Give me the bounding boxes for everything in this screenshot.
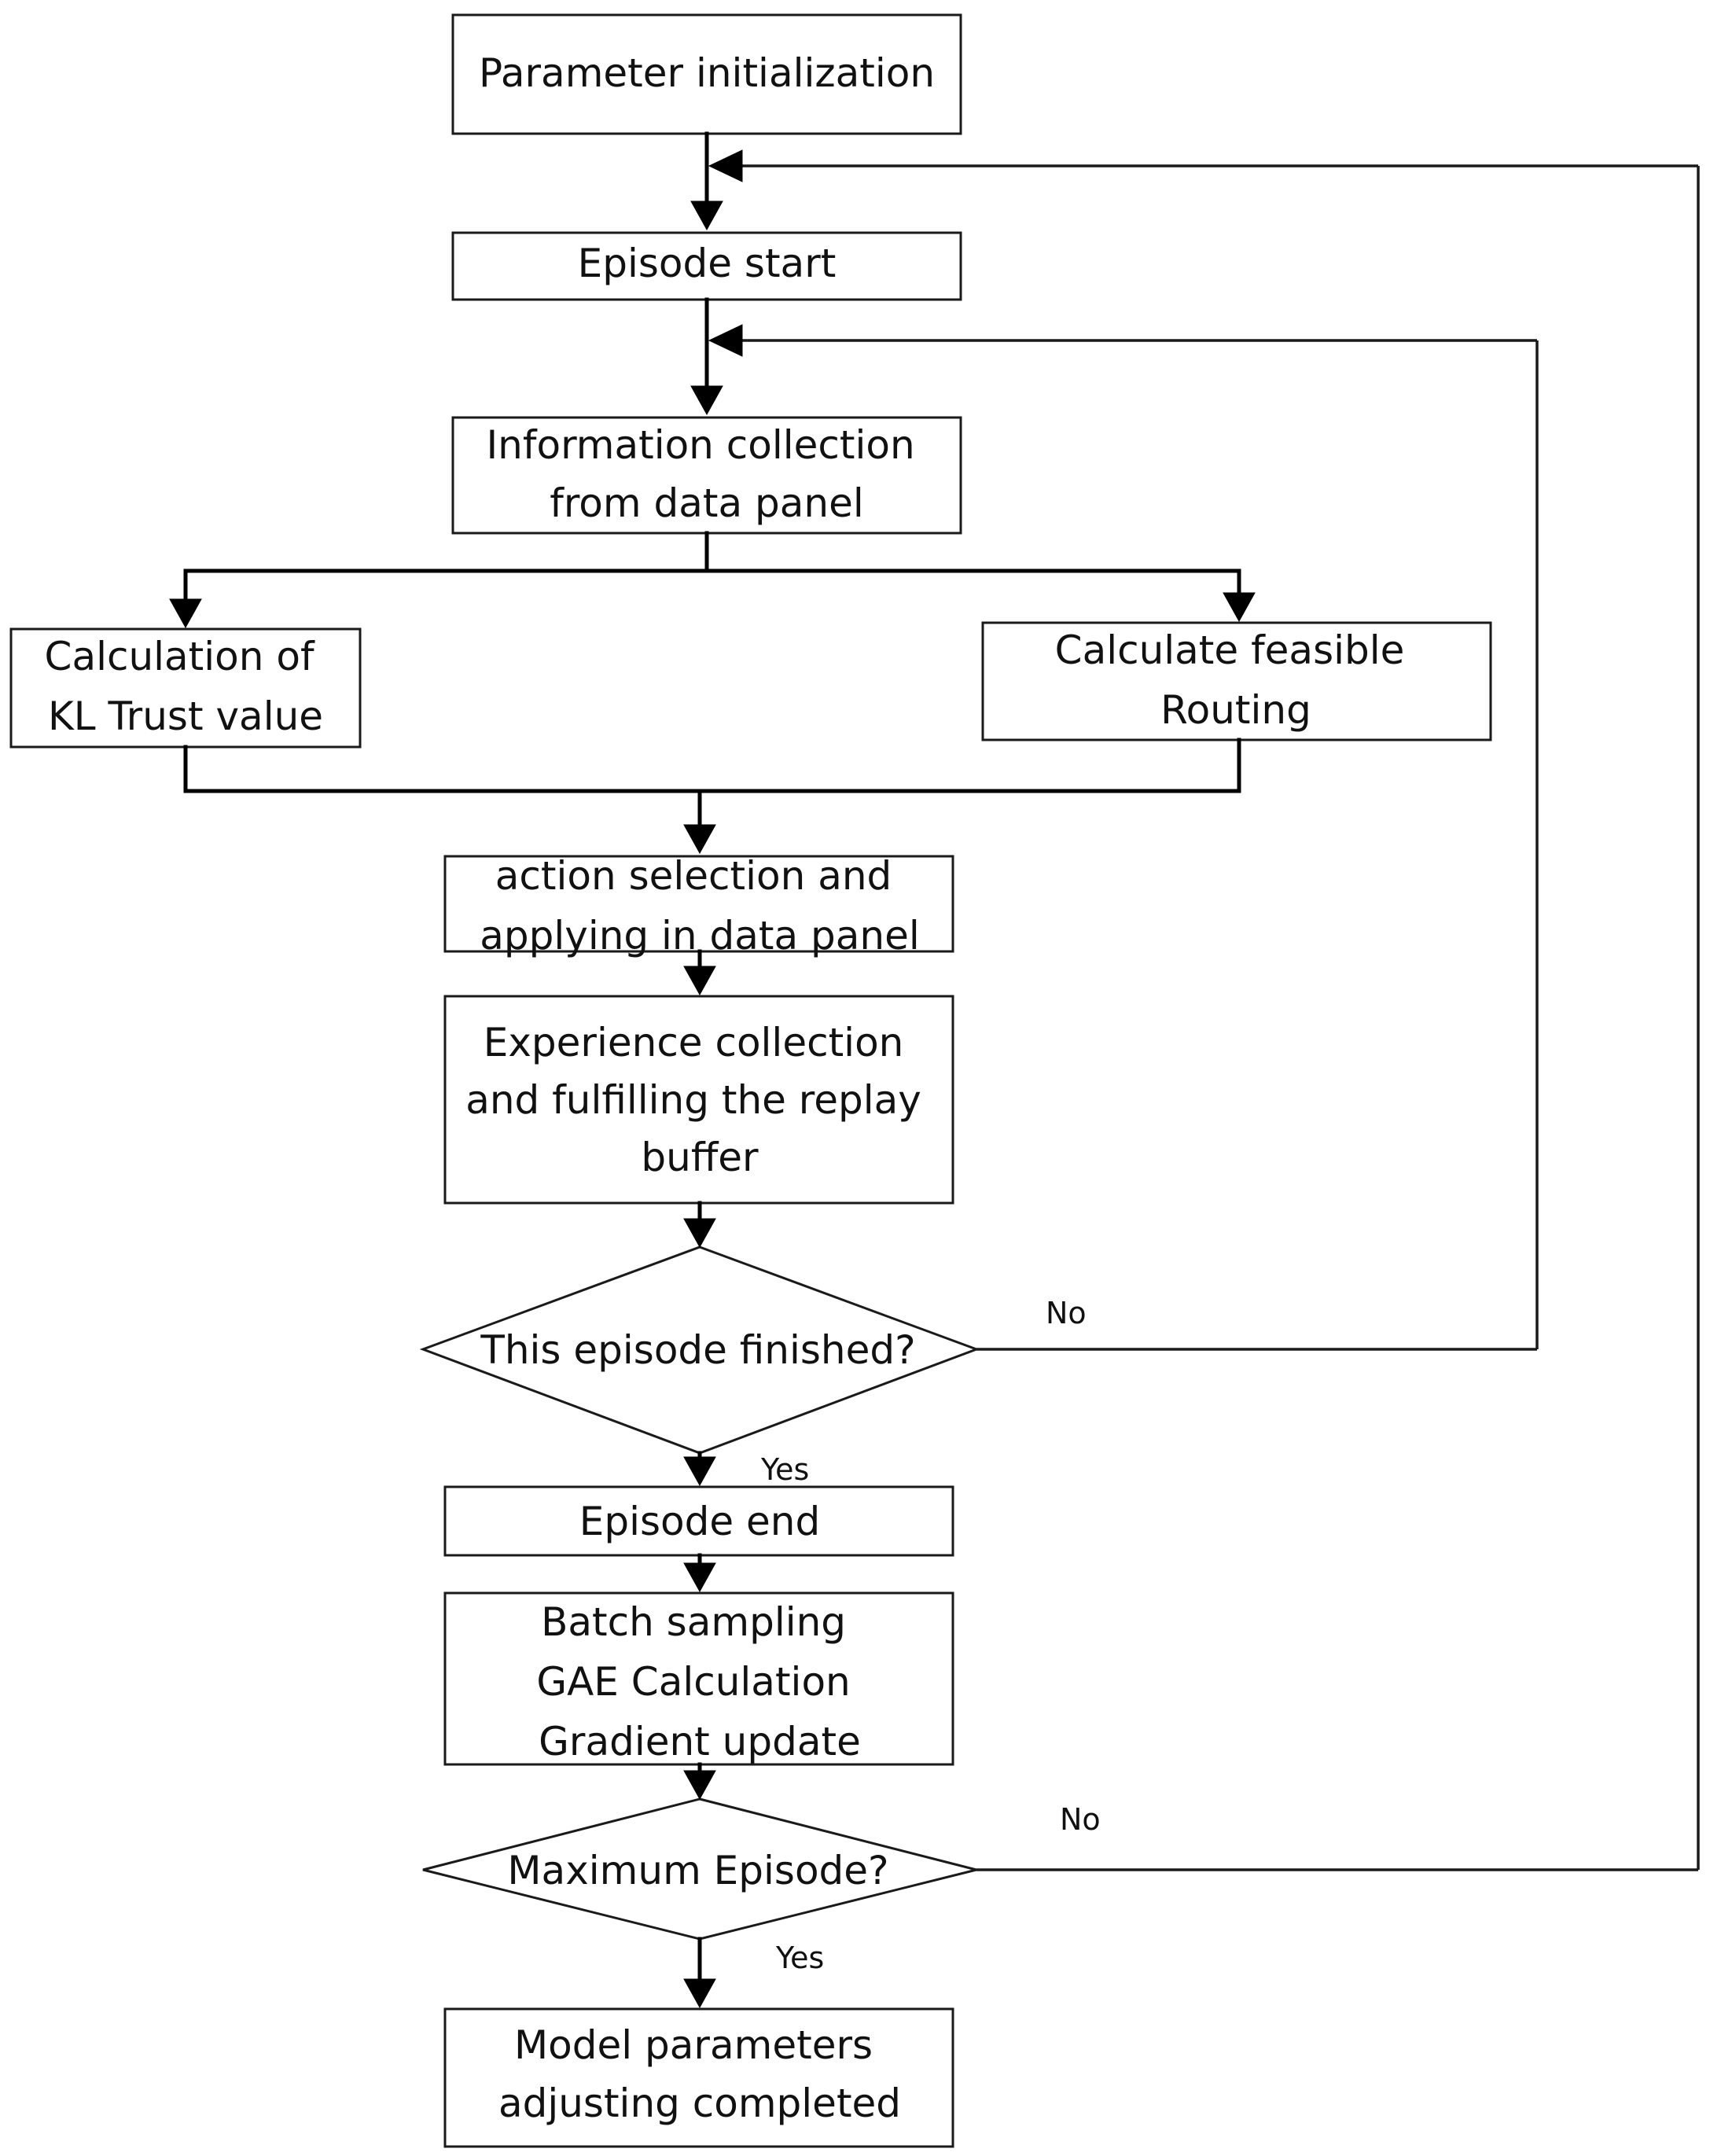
arrowhead-loop-inner [708, 324, 743, 357]
arrowhead-feasible-routing [1223, 592, 1256, 623]
experience-box [443, 995, 954, 1205]
experience-label: Experience collection and fulfilling the… [465, 1020, 934, 1180]
label-max-no: No [1060, 1802, 1101, 1837]
episode-start-box [451, 231, 962, 301]
model-done-box [443, 2007, 954, 2148]
experience-node: Experience collection and fulfilling the… [443, 995, 954, 1205]
arrowhead-episode-start [690, 201, 723, 231]
arrowhead-model-done [683, 1978, 716, 2009]
episode-end-label: Episode end [579, 1499, 820, 1544]
info-collection-label: Information collection from data panel [486, 422, 927, 526]
episode-start-node: Episode start [451, 231, 962, 301]
max-episode-label: Maximum Episode? [507, 1848, 888, 1893]
batch-label: Batch sampling GAE Calculation Gradient … [536, 1599, 862, 1764]
arrowhead-action-selection [683, 824, 716, 855]
kl-trust-box [9, 627, 362, 749]
arrowhead-kl-trust [169, 598, 202, 629]
arrowhead-experience [683, 966, 716, 996]
param-init-label: Parameter initialization [479, 50, 935, 96]
action-selection-box [443, 855, 954, 953]
arrowhead-max-episode [683, 1770, 716, 1801]
arrowhead-loop-outer [708, 149, 743, 182]
max-episode-decision: Maximum Episode? [422, 1797, 977, 1941]
label-max-yes: Yes [775, 1941, 824, 1975]
batch-box [443, 1591, 954, 1766]
batch-node: Batch sampling GAE Calculation Gradient … [443, 1591, 954, 1766]
param-init-box [451, 13, 962, 135]
action-selection-label: action selection and applying in data pa… [480, 853, 920, 958]
episode-end-node: Episode end [443, 1485, 954, 1557]
arrowhead-episode-finished [683, 1218, 716, 1249]
episode-finished-label: This episode finished? [480, 1327, 915, 1373]
episode-finished-decision: This episode finished? [419, 1245, 980, 1455]
feasible-routing-node: Calculate feasible Routing [981, 621, 1492, 741]
episode-start-label: Episode start [578, 241, 837, 286]
action-selection-node: action selection and applying in data pa… [443, 853, 954, 958]
kl-trust-label: Calculation of KL Trust value [45, 634, 327, 739]
label-finished-yes: Yes [760, 1452, 809, 1487]
model-done-node: Model parameters adjusting completed [443, 2007, 954, 2148]
episode-end-box [443, 1485, 954, 1557]
arrowhead-info-collection [690, 385, 723, 416]
label-finished-no: No [1046, 1296, 1087, 1330]
arrowhead-batch [683, 1562, 716, 1593]
arrowhead-episode-end [683, 1456, 716, 1487]
info-collection-box [451, 416, 962, 535]
feasible-routing-label: Calculate feasible Routing [1055, 627, 1418, 733]
feasible-routing-box [981, 621, 1492, 741]
param-init-node: Parameter initialization [451, 13, 962, 135]
model-done-label: Model parameters adjusting completed [498, 2022, 901, 2126]
info-collection-node: Information collection from data panel [451, 416, 962, 535]
kl-trust-node: Calculation of KL Trust value [9, 627, 362, 749]
